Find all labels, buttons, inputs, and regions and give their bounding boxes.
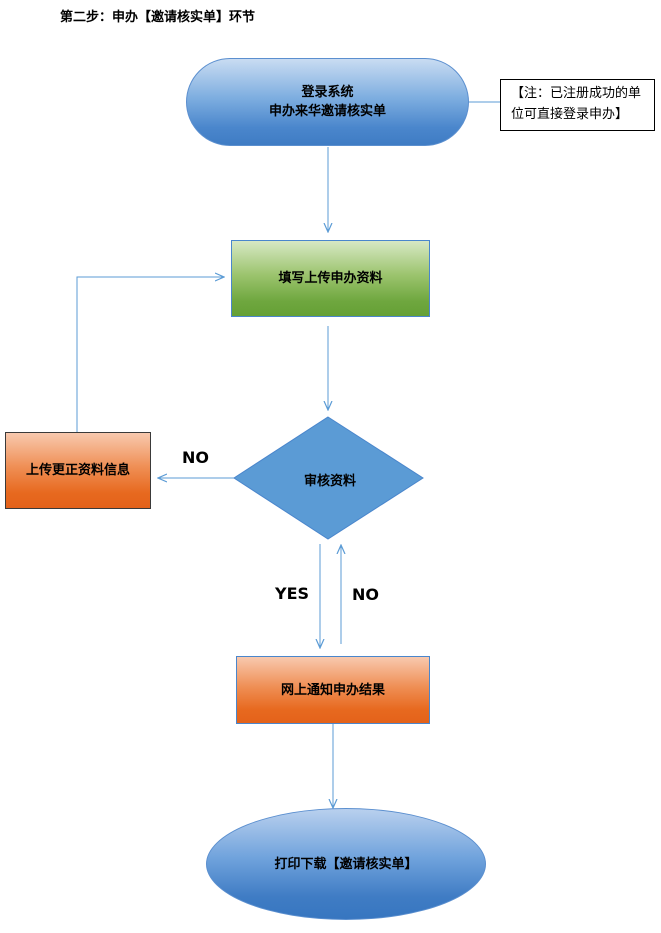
page-title: 第二步：申办【邀请核实单】环节 <box>60 10 256 25</box>
review-diamond <box>233 416 424 540</box>
start-node-line2: 申办来华邀请核实单 <box>268 104 386 119</box>
start-node: 登录系统 申办来华邀请核实单 <box>186 58 469 146</box>
correct-node: 上传更正资料信息 <box>5 432 151 509</box>
review-label: 审核资料 <box>303 474 356 489</box>
start-node-line1: 登录系统 <box>301 85 354 100</box>
edge-label-yes: YES <box>275 584 310 603</box>
fill-upload-label: 填写上传申办资料 <box>278 271 383 286</box>
fill-upload-node: 填写上传申办资料 <box>231 240 430 317</box>
edge-label-no-back: NO <box>352 585 379 604</box>
note-box: 【注：已注册成功的单位可直接登录申办】 <box>500 79 655 131</box>
notify-node: 网上通知申办结果 <box>236 656 430 724</box>
print-label: 打印下载【邀请核实单】 <box>274 856 418 872</box>
correct-label: 上传更正资料信息 <box>25 463 130 478</box>
print-node: 打印下载【邀请核实单】 <box>206 808 486 920</box>
arrow-correct-to-fill <box>76 277 224 432</box>
edge-label-no-left: NO <box>182 448 209 467</box>
notify-label: 网上通知申办结果 <box>280 682 385 698</box>
